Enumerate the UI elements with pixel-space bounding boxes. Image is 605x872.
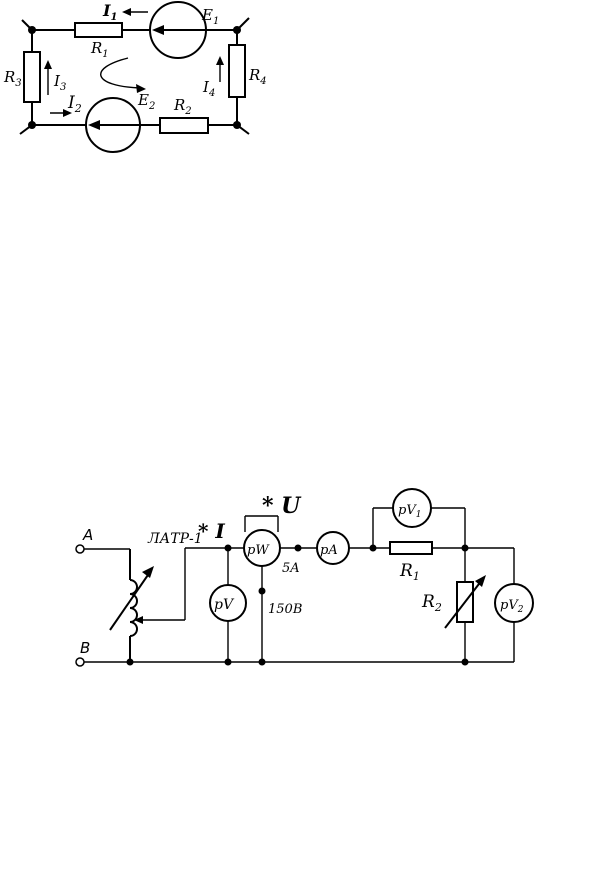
loop-direction-arrow — [100, 57, 141, 89]
label-pv1: pV1 — [398, 503, 421, 520]
label-r1: R1 — [90, 39, 109, 60]
label-current-marker: * I — [198, 519, 225, 543]
label-pv2: pV2 — [500, 598, 524, 615]
arrow-i2 — [63, 109, 72, 117]
arrow-i3 — [44, 60, 52, 69]
label-i3: I3 — [53, 72, 66, 93]
label-r2: R2 — [173, 96, 192, 117]
resistor-r2 — [159, 117, 209, 134]
arrow-i1 — [122, 8, 131, 16]
resistor-r3 — [23, 51, 41, 103]
label-b: B — [80, 639, 90, 657]
circuit-2: A B ЛАТР-1 pV * I — [75, 488, 534, 667]
resistor-r4 — [228, 44, 246, 98]
label-e1: E1 — [201, 6, 219, 27]
label-pa: pA — [320, 543, 338, 558]
label-autotransformer: ЛАТР-1 — [147, 531, 203, 547]
terminal-a — [75, 544, 85, 554]
resistor-r1-load — [389, 541, 433, 555]
label-current-range: 5A — [282, 561, 300, 576]
label-pv: pV — [214, 597, 235, 613]
label-i1: I1 — [102, 1, 117, 23]
autotransformer-latr — [109, 549, 185, 662]
label-e2: E2 — [137, 91, 155, 112]
label-i2: I2 — [67, 93, 82, 115]
arrow-i4 — [216, 56, 224, 65]
label-pw: pW — [247, 543, 270, 558]
label-r4: R4 — [248, 66, 267, 87]
circuit-1: R1 E1 I1 R3 I3 R4 I4 E2 I2 — [3, 1, 267, 153]
terminal-b — [75, 657, 85, 667]
label-a: A — [82, 526, 93, 544]
label-r1-load: R1 — [399, 561, 420, 583]
label-r3: R3 — [3, 68, 22, 89]
label-voltage-range: 150B — [268, 602, 302, 617]
label-i4: I4 — [202, 78, 215, 99]
resistor-r1 — [74, 22, 123, 38]
label-r2-variable: R2 — [421, 592, 442, 614]
label-voltage-marker: * U — [262, 493, 302, 519]
